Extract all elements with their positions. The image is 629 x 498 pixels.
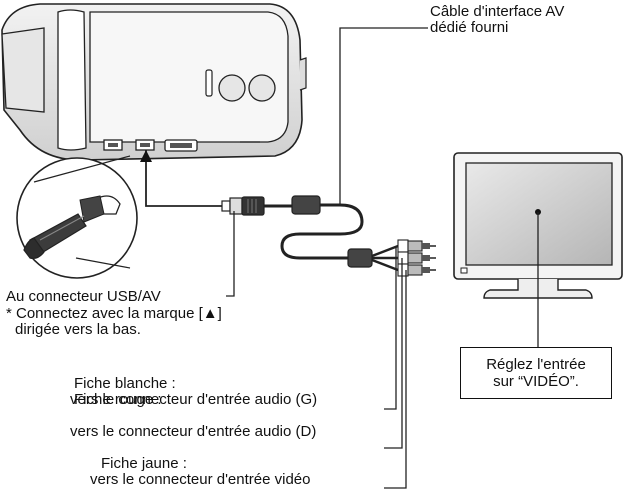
red-plug-label: Fiche rouge : vers le connecteur d'entré…	[70, 391, 316, 440]
cable-label-line1: Câble d'interface AV	[430, 3, 565, 20]
callout-line2: sur “VIDÉO”.	[493, 373, 579, 390]
note-line2: dirigée vers la bas.	[15, 321, 141, 338]
yellow-plug-title: Fiche jaune :	[101, 455, 187, 472]
usb-av-plug-illustration	[16, 155, 138, 279]
cable-label: Câble d'interface AV dédié fourni	[430, 4, 564, 36]
camcorder-illustration	[1, 3, 307, 161]
yellow-plug-label: Fiche jaune : vers le connecteur d'entré…	[90, 455, 311, 488]
cable-label-line2: dédié fourni	[430, 19, 509, 36]
note-line1: * Connectez avec la marque [▲]	[6, 305, 222, 322]
orientation-note: * Connectez avec la marque [▲] dirigée v…	[6, 306, 222, 338]
av-cable-illustration	[221, 195, 399, 272]
callout-line1: Réglez l'entrée	[486, 356, 586, 373]
tv-input-callout: Réglez l'entrée sur “VIDÉO”.	[460, 347, 612, 399]
leader-lines	[226, 27, 539, 489]
white-plug-desc: vers le connecteur d'entrée audio (G)	[70, 391, 318, 408]
yellow-plug-desc: vers le connecteur d'entrée vidéo	[90, 471, 311, 488]
white-plug-title: Fiche blanche :	[74, 375, 176, 392]
white-plug-label: Fiche blanche : vers le connecteur d'ent…	[70, 375, 317, 408]
usb-connector-label: Au connecteur USB/AV	[6, 288, 161, 305]
red-plug-desc: vers le connecteur d'entrée audio (D)	[70, 423, 317, 440]
rca-plugs-illustration	[397, 239, 436, 277]
red-plug-title: Fiche rouge :	[74, 391, 162, 408]
